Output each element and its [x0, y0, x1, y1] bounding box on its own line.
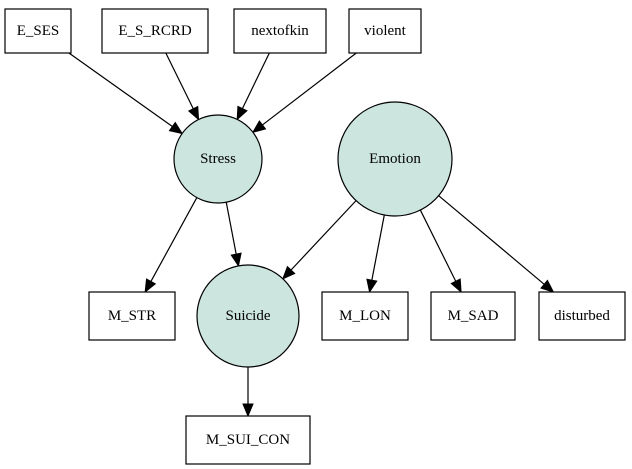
- arrowhead-icon: [366, 278, 378, 294]
- edge-emotion-to-disturbed: [438, 195, 555, 293]
- edge-stress-to-m-str: [144, 197, 198, 294]
- latent-circle: [337, 101, 453, 217]
- edge-e-ses-to-stress: [68, 52, 184, 135]
- arrowhead-icon: [281, 265, 296, 280]
- arrowhead-icon: [450, 278, 462, 294]
- node-label: M_STR: [108, 308, 156, 324]
- node-label: Stress: [200, 151, 236, 167]
- edge-line: [438, 195, 545, 285]
- observed-box: [101, 8, 209, 54]
- node-label: violent: [364, 23, 406, 39]
- observed-box: [538, 291, 626, 341]
- node-emotion: Emotion: [337, 101, 453, 217]
- arrowhead-icon: [230, 252, 242, 268]
- edge-line: [241, 52, 270, 109]
- node-e-ses: E_SES: [4, 8, 72, 54]
- arrowhead-icon: [187, 105, 200, 121]
- edge-emotion-to-m-lon: [366, 214, 385, 294]
- edge-line: [262, 52, 357, 126]
- node-label: M_SAD: [448, 308, 499, 324]
- arrowhead-icon: [242, 403, 254, 418]
- edge-line: [225, 202, 237, 255]
- node-label: E_SES: [17, 23, 60, 39]
- node-label: disturbed: [554, 308, 610, 324]
- node-label: nextofkin: [251, 23, 309, 39]
- node-m-sui-con: M_SUI_CON: [185, 415, 311, 465]
- observed-box: [185, 415, 311, 465]
- edge-line: [68, 52, 173, 128]
- node-stress: Stress: [173, 114, 263, 204]
- edge-e-s-rcrd-to-stress: [165, 52, 200, 121]
- edge-line: [150, 197, 198, 282]
- node-label: Emotion: [369, 151, 421, 167]
- edge-violent-to-stress: [251, 52, 357, 134]
- edges-layer: [68, 52, 555, 418]
- arrowhead-icon: [144, 278, 157, 294]
- node-label: E_S_RCRD: [118, 23, 192, 39]
- observed-box: [4, 8, 72, 54]
- node-e-s-rcrd: E_S_RCRD: [101, 8, 209, 54]
- observed-box: [88, 291, 176, 341]
- edge-emotion-to-suicide: [281, 200, 357, 280]
- edge-line: [290, 200, 357, 271]
- node-label: M_LON: [339, 308, 391, 324]
- edge-emotion-to-m-sad: [419, 209, 462, 294]
- edge-nextofkin-to-stress: [236, 52, 270, 121]
- edge-line: [419, 209, 457, 282]
- arrowhead-icon: [540, 279, 555, 293]
- edge-line: [165, 52, 194, 110]
- edge-line: [371, 214, 385, 281]
- latent-circle: [173, 114, 263, 204]
- node-m-lon: M_LON: [321, 291, 409, 341]
- node-nextofkin: nextofkin: [233, 8, 327, 54]
- node-violent: violent: [348, 8, 422, 54]
- latent-circle: [196, 264, 300, 368]
- node-label: M_SUI_CON: [206, 432, 290, 448]
- node-m-sad: M_SAD: [430, 291, 516, 341]
- node-m-str: M_STR: [88, 291, 176, 341]
- observed-box: [348, 8, 422, 54]
- observed-box: [321, 291, 409, 341]
- arrowhead-icon: [168, 121, 184, 135]
- node-suicide: Suicide: [196, 264, 300, 368]
- node-disturbed: disturbed: [538, 291, 626, 341]
- edge-suicide-to-m-sui-con: [242, 367, 254, 418]
- observed-box: [233, 8, 327, 54]
- edge-stress-to-suicide: [225, 202, 242, 268]
- arrowhead-icon: [236, 105, 248, 121]
- observed-box: [430, 291, 516, 341]
- arrowhead-icon: [251, 120, 267, 134]
- node-label: Suicide: [226, 308, 271, 324]
